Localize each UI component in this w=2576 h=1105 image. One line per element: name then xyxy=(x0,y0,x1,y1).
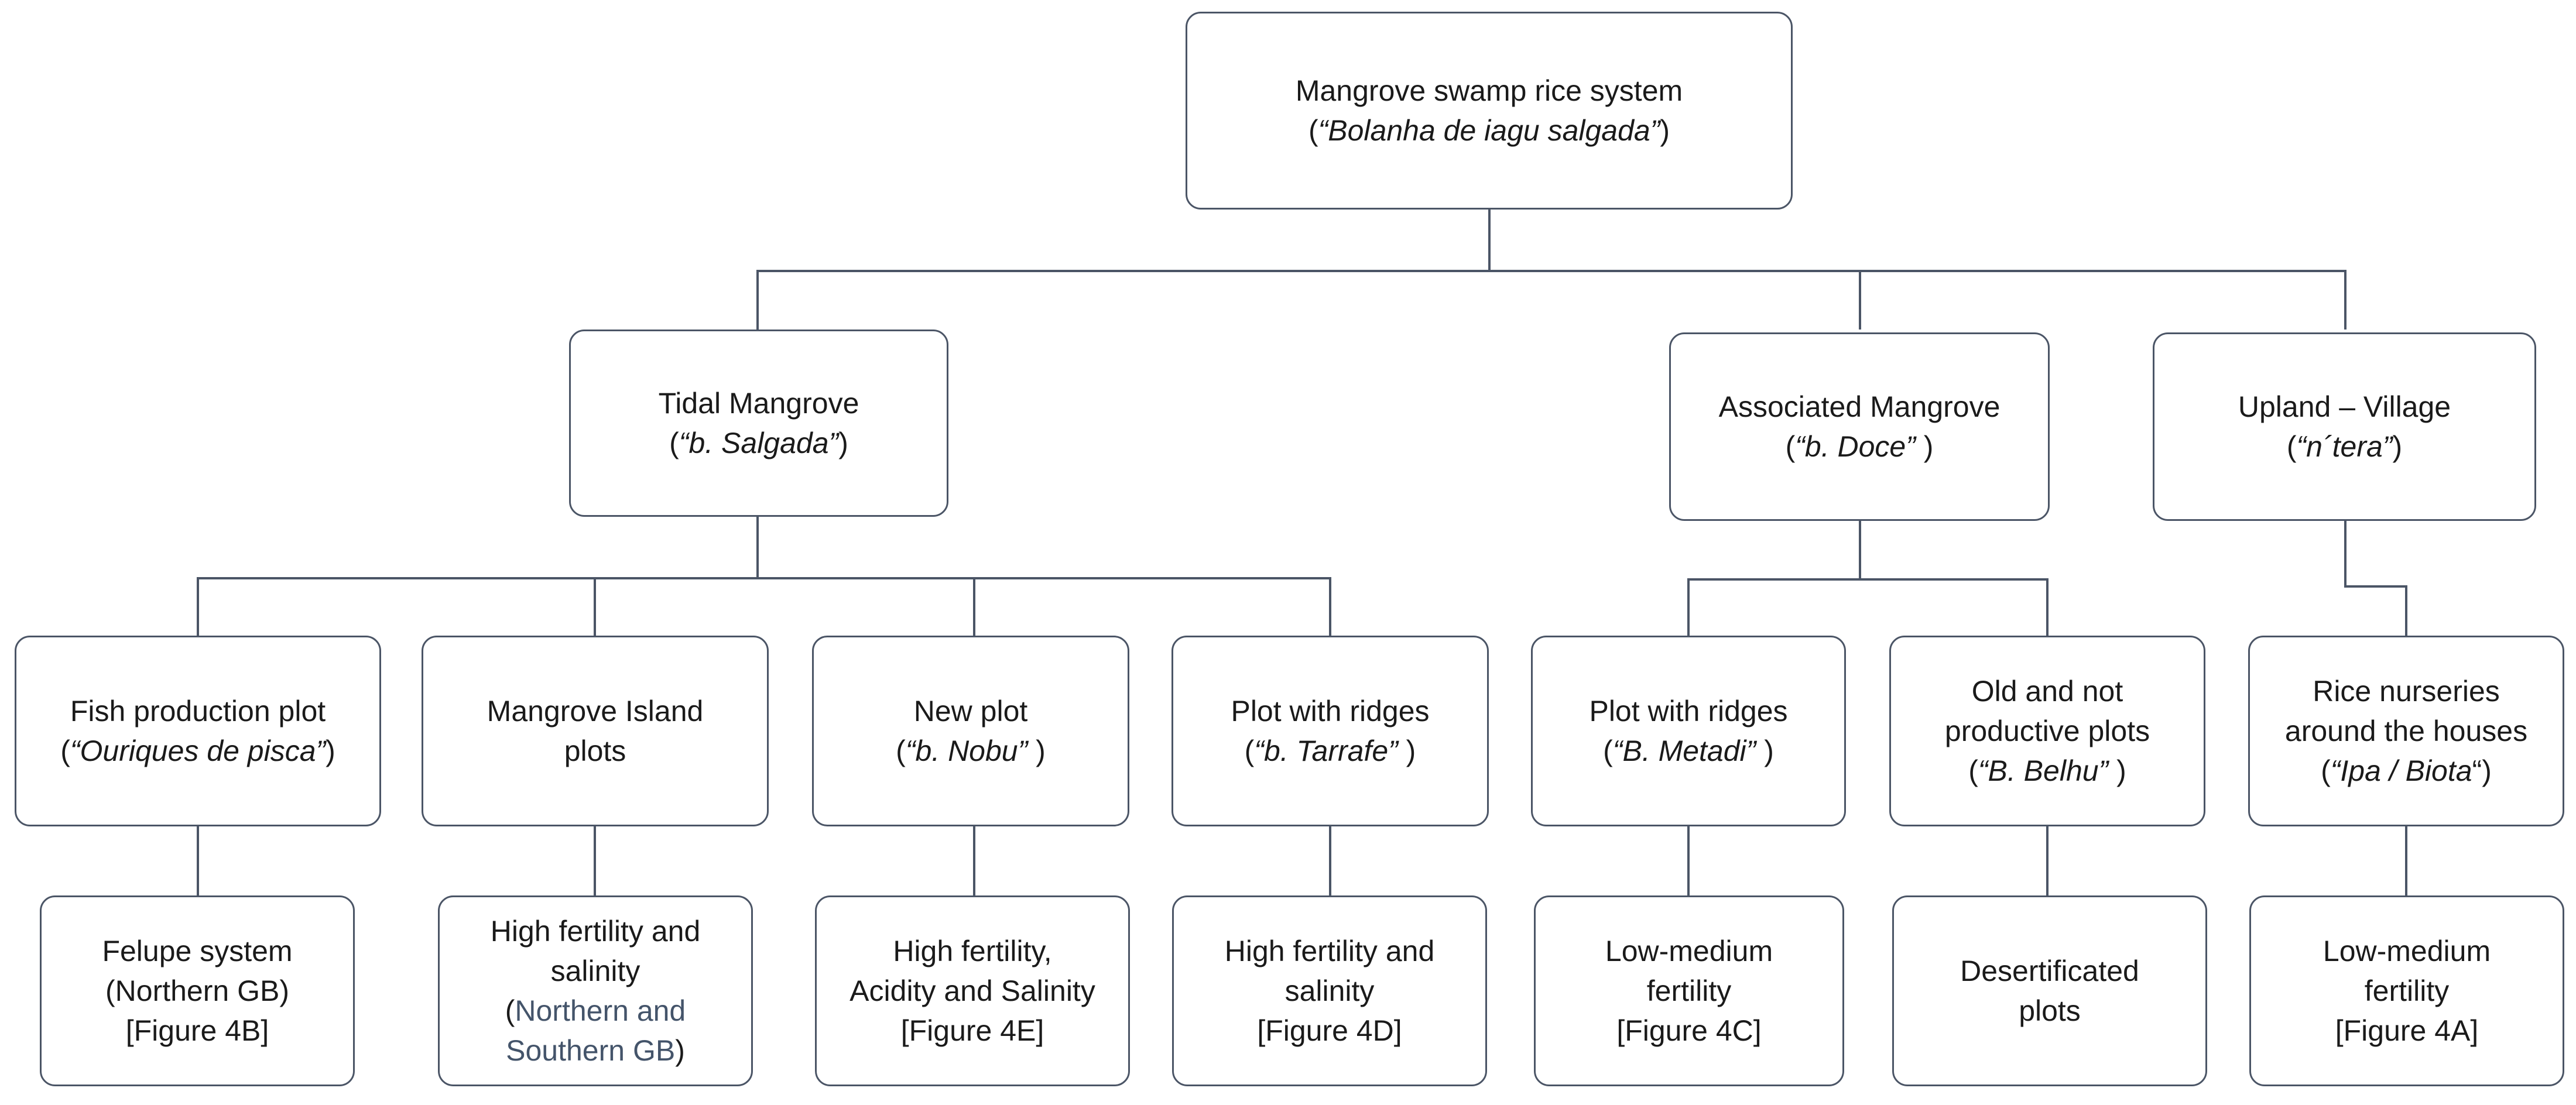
fish-production-plot-local-name: (“Ouriques de pisca”) xyxy=(60,735,335,767)
tidal-mangrove-title: Tidal Mangrove xyxy=(658,387,859,420)
mangrove-island-detail-line2: salinity xyxy=(550,955,640,987)
old-not-productive-detail-node: Desertificated plots xyxy=(1892,895,2207,1086)
mangrove-island-detail-node: High fertility and salinity (Northern an… xyxy=(438,895,753,1086)
upland-village-local-name: (“n´tera”) xyxy=(2286,430,2403,463)
plot-with-ridges-tarrafe-title: Plot with ridges xyxy=(1231,695,1430,727)
old-not-productive-plots-title-line2: productive plots xyxy=(1944,715,2150,747)
old-not-productive-detail-line1: Desertificated xyxy=(1960,955,2139,987)
plot-with-ridges-metadi-title: Plot with ridges xyxy=(1589,695,1788,727)
associated-mangrove-title: Associated Mangrove xyxy=(1718,390,2000,423)
root-title: Mangrove swamp rice system xyxy=(1295,74,1683,107)
plot-with-ridges-metadi-detail-line1: Low-medium xyxy=(1605,935,1773,967)
new-plot-title: New plot xyxy=(913,695,1028,727)
mangrove-island-detail-line1: High fertility and xyxy=(490,915,701,948)
tidal-mangrove-node: Tidal Mangrove (“b. Salgada”) xyxy=(569,330,948,517)
connector-tidal-ridges xyxy=(758,577,1331,636)
rice-nurseries-detail-line3: [Figure 4A] xyxy=(2335,1014,2479,1047)
connector-upland-nurseries xyxy=(2344,521,2407,636)
plot-with-ridges-tarrafe-detail-node: High fertility and salinity [Figure 4D] xyxy=(1172,895,1487,1086)
new-plot-node: New plot (“b. Nobu” ) xyxy=(812,636,1129,826)
fish-production-plot-title: Fish production plot xyxy=(70,695,326,727)
connector-root-associated xyxy=(1489,270,1861,330)
new-plot-local-name: (“b. Nobu” ) xyxy=(896,735,1046,767)
plot-with-ridges-tarrafe-detail-line2: salinity xyxy=(1284,974,1375,1007)
old-not-productive-plots-node: Old and not productive plots (“B. Belhu”… xyxy=(1889,636,2205,826)
connector-associated-metadi xyxy=(1687,578,1860,636)
plot-with-ridges-metadi-detail-node: Low-medium fertility [Figure 4C] xyxy=(1534,895,1844,1086)
old-not-productive-plots-local-name: (“B. Belhu” ) xyxy=(1968,754,2126,787)
mangrove-island-plots-title-line2: plots xyxy=(564,735,626,767)
plot-with-ridges-tarrafe-node: Plot with ridges (“b. Tarrafe” ) xyxy=(1171,636,1489,826)
mangrove-island-plots-node: Mangrove Island plots xyxy=(422,636,769,826)
mangrove-island-detail-line3: (Northern and xyxy=(505,994,686,1027)
rice-nurseries-title-line2: around the houses xyxy=(2284,715,2528,747)
old-not-productive-plots-title-line1: Old and not xyxy=(1971,675,2123,708)
plot-with-ridges-metadi-local-name: (“B. Metadi” ) xyxy=(1603,735,1774,767)
rice-nurseries-detail-node: Low-medium fertility [Figure 4A] xyxy=(2249,895,2564,1086)
connector-root-tidal xyxy=(756,210,1491,330)
old-not-productive-detail-line2: plots xyxy=(2019,994,2081,1027)
plot-with-ridges-tarrafe-detail-line3: [Figure 4D] xyxy=(1257,1014,1402,1047)
fish-production-detail-node: Felupe system (Northern GB) [Figure 4B] xyxy=(40,895,355,1086)
rice-nurseries-node: Rice nurseries around the houses (“Ipa /… xyxy=(2248,636,2564,826)
plot-with-ridges-metadi-detail-line3: [Figure 4C] xyxy=(1616,1014,1762,1047)
plot-with-ridges-tarrafe-detail-line1: High fertility and xyxy=(1224,935,1435,967)
rice-nurseries-detail-line1: Low-medium xyxy=(2322,935,2491,967)
root-node: Mangrove swamp rice system (“Bolanha de … xyxy=(1186,12,1793,210)
new-plot-detail-node: High fertility, Acidity and Salinity [Fi… xyxy=(815,895,1130,1086)
fish-production-detail-line1: Felupe system xyxy=(102,935,293,967)
rice-nurseries-detail-line2: fertility xyxy=(2364,974,2450,1007)
upland-village-title: Upland – Village xyxy=(2238,390,2451,423)
fish-production-detail-line2: (Northern GB) xyxy=(105,974,289,1007)
rice-nurseries-local-name: (“Ipa / Biota“) xyxy=(2321,754,2492,787)
associated-mangrove-local-name: (“b. Doce” ) xyxy=(1785,430,1934,463)
plot-with-ridges-tarrafe-local-name: (“b. Tarrafe” ) xyxy=(1244,735,1416,767)
mangrove-island-detail-line4: Southern GB) xyxy=(506,1034,685,1067)
rice-nurseries-title-line1: Rice nurseries xyxy=(2313,675,2500,708)
associated-mangrove-node: Associated Mangrove (“b. Doce” ) xyxy=(1669,332,2050,521)
root-local-name: (“Bolanha de iagu salgada”) xyxy=(1308,114,1670,147)
fish-production-plot-node: Fish production plot (“Ouriques de pisca… xyxy=(15,636,381,826)
fish-production-detail-line3: [Figure 4B] xyxy=(125,1014,269,1047)
connector-tidal-fish xyxy=(197,577,758,636)
connector-root-upland xyxy=(1860,270,2347,330)
plot-with-ridges-metadi-node: Plot with ridges (“B. Metadi” ) xyxy=(1531,636,1846,826)
new-plot-detail-line1: High fertility, xyxy=(893,935,1052,967)
upland-village-node: Upland – Village (“n´tera”) xyxy=(2153,332,2536,521)
new-plot-detail-line3: [Figure 4E] xyxy=(900,1014,1044,1047)
tidal-mangrove-local-name: (“b. Salgada”) xyxy=(669,427,848,459)
connector-associated-belhu xyxy=(1860,578,2049,636)
plot-with-ridges-metadi-detail-line2: fertility xyxy=(1646,974,1732,1007)
new-plot-detail-line2: Acidity and Salinity xyxy=(849,974,1095,1007)
mangrove-island-plots-title-line1: Mangrove Island xyxy=(487,695,704,727)
